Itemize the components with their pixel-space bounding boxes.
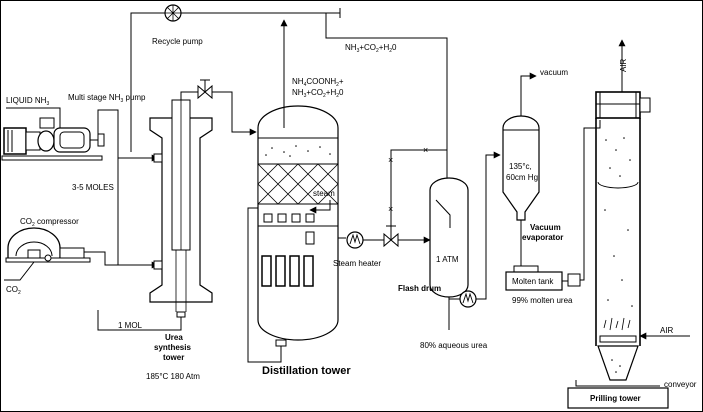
recycle-pump bbox=[164, 4, 182, 22]
molten-urea-riser bbox=[580, 120, 601, 281]
steam-heater bbox=[346, 231, 364, 249]
co2-feed-line bbox=[4, 261, 35, 281]
evap-temperature-label: 135°c, bbox=[509, 162, 532, 171]
distillation-tower-title: Distillation tower bbox=[262, 365, 351, 377]
vent-cross-3: × bbox=[423, 145, 428, 155]
air-side-label: AIR bbox=[660, 326, 674, 335]
molten-urea-label: 99% molten urea bbox=[512, 296, 573, 305]
prilling-tower-title: Prilling tower bbox=[590, 394, 641, 403]
prilling-tower-base bbox=[567, 387, 669, 409]
urea-tower-title-2: synthesis bbox=[154, 343, 191, 352]
air-top-label: AIR bbox=[619, 58, 628, 72]
molten-tank-label: Molten tank bbox=[512, 277, 554, 286]
steam-label: steam bbox=[313, 189, 335, 198]
liquid-nh3-label: LIQUID NH3 bbox=[6, 96, 49, 107]
one-atm-label: 1 ATM bbox=[436, 255, 459, 264]
recycle-pump-label: Recycle pump bbox=[152, 37, 203, 46]
liquid-nh3-feed-line bbox=[6, 107, 61, 128]
aqueous-urea-label: 80% aqueous urea bbox=[420, 341, 488, 350]
one-mol-line bbox=[97, 310, 182, 331]
control-valve bbox=[383, 225, 399, 248]
vacuum-evaporator bbox=[502, 115, 540, 221]
co2-discharge-line bbox=[84, 251, 118, 266]
pump-to-evaporator-line bbox=[476, 151, 501, 300]
vacuum-line bbox=[520, 72, 537, 118]
conveyor-label: conveyor bbox=[664, 380, 697, 389]
distillation-bottom-recycle bbox=[247, 207, 282, 363]
flash-drum bbox=[429, 177, 469, 298]
distillation-tower bbox=[257, 105, 339, 347]
svg-text:NH3+CO2+H20: NH3+CO2+H20 bbox=[292, 88, 344, 99]
urea-tower-title-1: Urea bbox=[165, 333, 183, 342]
conveyor-belt bbox=[575, 380, 660, 387]
recycle-line bbox=[130, 8, 448, 180]
vent-cross-2: × bbox=[388, 204, 393, 214]
co2-compressor-label: CO2 compressor bbox=[20, 217, 79, 228]
svg-text:NH4COONH2+: NH4COONH2+ bbox=[292, 77, 344, 88]
vacuum-evaporator-title-1: Vacuum bbox=[530, 223, 561, 232]
svg-text:NH3+CO2+H20: NH3+CO2+H20 bbox=[345, 43, 397, 54]
urea-synthesis-tower bbox=[149, 99, 213, 318]
outlet-valve bbox=[180, 79, 213, 100]
moles-label: 3-5 MOLES bbox=[72, 183, 114, 192]
one-mol-label: 1 MOL bbox=[118, 321, 143, 330]
molten-tank bbox=[505, 265, 563, 291]
urea-tower-conditions: 185°C 180 Atm bbox=[146, 372, 200, 381]
prilling-tower bbox=[595, 91, 651, 381]
co2-compressor bbox=[5, 227, 91, 263]
vacuum-label: vacuum bbox=[540, 68, 568, 77]
urea-tower-title-3: tower bbox=[163, 353, 184, 362]
steam-inlet-line bbox=[309, 200, 331, 214]
vent-cross-1: × bbox=[388, 155, 393, 165]
multistage-pump-label: Multi stage NH3 pump bbox=[68, 93, 146, 104]
evap-pressure-label: 60cm Hg bbox=[506, 173, 538, 182]
vacuum-evaporator-title-2: evaporator bbox=[522, 233, 563, 242]
distillation-side-nozzle bbox=[305, 231, 315, 245]
steam-heater-label: Steam heater bbox=[333, 259, 381, 268]
urea-pump bbox=[459, 290, 477, 308]
tank-outlet-nozzle bbox=[567, 273, 581, 287]
distillation-top-product-label: NH4COONH2+ NH3+CO2+H20 bbox=[292, 77, 344, 99]
co2-feed-label: CO2 bbox=[6, 285, 21, 296]
vent-line bbox=[390, 149, 447, 226]
recycle-stream-label: NH3+CO2+H20 bbox=[345, 43, 397, 54]
multistage-nh3-pump bbox=[1, 117, 105, 161]
synthesis-to-distillation-line bbox=[212, 91, 257, 136]
flash-drum-title: Flash drum bbox=[398, 284, 441, 293]
